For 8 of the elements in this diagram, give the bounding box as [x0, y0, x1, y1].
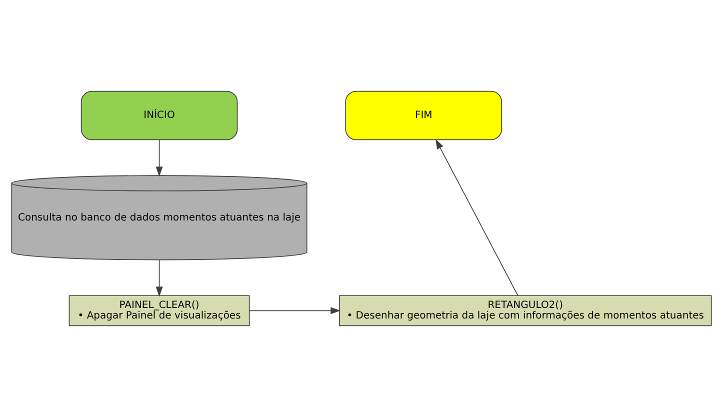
node-box: INÍCIO — [80, 90, 238, 140]
arrow — [156, 259, 163, 297]
arrow — [156, 140, 163, 177]
node-box: FIM — [345, 90, 502, 140]
node-box: RETANGULO2() • Desenhar geometria da laje com informações de momentos atuantes — [338, 295, 712, 326]
arrow — [248, 307, 341, 314]
arrow — [436, 138, 518, 296]
node-box: PAINEL_CLEAR() • Apagar Painel de visualizações — [68, 295, 250, 326]
